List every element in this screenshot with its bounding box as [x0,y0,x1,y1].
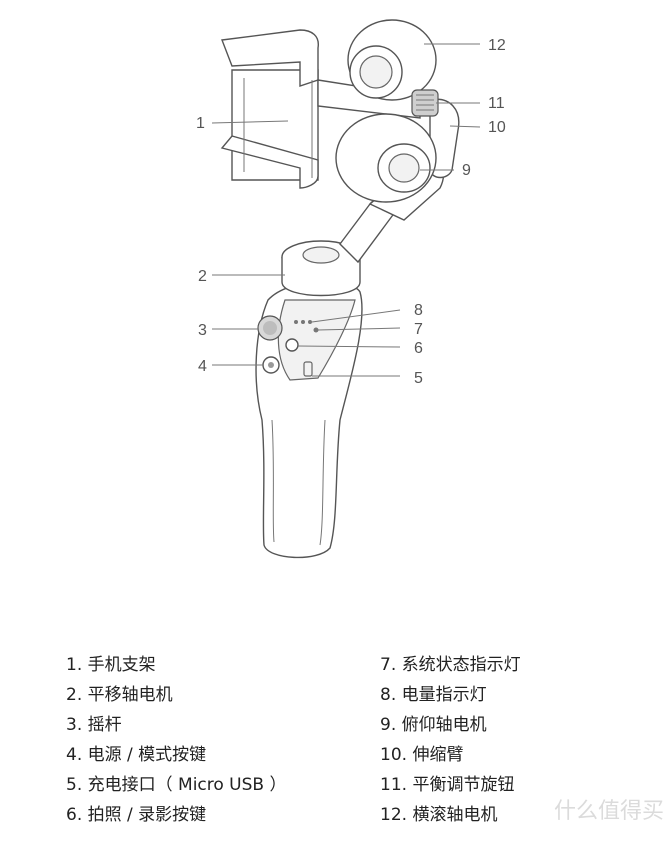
callout-2: 2 [198,268,207,285]
legend-item: 6. 拍照 / 录影按键 [66,805,207,825]
legend-item: 10. 伸缩臂 [380,745,464,765]
callout-9: 9 [462,162,471,179]
callout-7: 7 [414,321,423,338]
legend-column-right: 7. 系统状态指示灯 8. 电量指示灯 9. 俯仰轴电机 10. 伸缩臂 11.… [380,650,521,830]
callout-1: 1 [196,115,205,132]
legend-item: 4. 电源 / 模式按键 [66,745,207,765]
pan-motor [281,257,361,297]
status-indicator [313,327,319,333]
shutter-button [285,338,299,352]
legend-column-left: 1. 手机支架 2. 平移轴电机 3. 摇杆 4. 电源 / 模式按键 5. 充… [66,650,287,830]
legend-item: 9. 俯仰轴电机 [380,715,487,735]
callout-4: 4 [198,358,207,375]
legend-item: 8. 电量指示灯 [380,685,487,705]
balance-knob [411,89,439,117]
callout-3: 3 [198,322,207,339]
charging-port [303,361,313,377]
legend-item: 1. 手机支架 [66,655,156,675]
callout-8: 8 [414,302,423,319]
watermark-text: 什么值得买 [554,799,664,824]
battery-indicator [294,320,298,324]
callout-10: 10 [488,119,506,136]
legend-item: 12. 横滚轴电机 [380,805,498,825]
callout-6: 6 [414,340,423,357]
callout-11: 11 [488,95,505,112]
watermark: 什么值得买 [554,799,664,824]
legend-item: 3. 摇杆 [66,715,122,735]
legend-item: 7. 系统状态指示灯 [380,655,521,675]
callout-5: 5 [414,370,423,387]
callout-12: 12 [488,37,506,54]
legend-item: 5. 充电接口（ Micro USB ） [66,775,287,795]
gimbal-diagram: 1 2 3 4 5 6 7 8 9 10 11 12 [196,19,506,559]
parts-legend: 1. 手机支架 2. 平移轴电机 3. 摇杆 4. 电源 / 模式按键 5. 充… [0,650,672,840]
legend-item: 11. 平衡调节旋钮 [380,775,515,795]
legend-item: 2. 平移轴电机 [66,685,173,705]
